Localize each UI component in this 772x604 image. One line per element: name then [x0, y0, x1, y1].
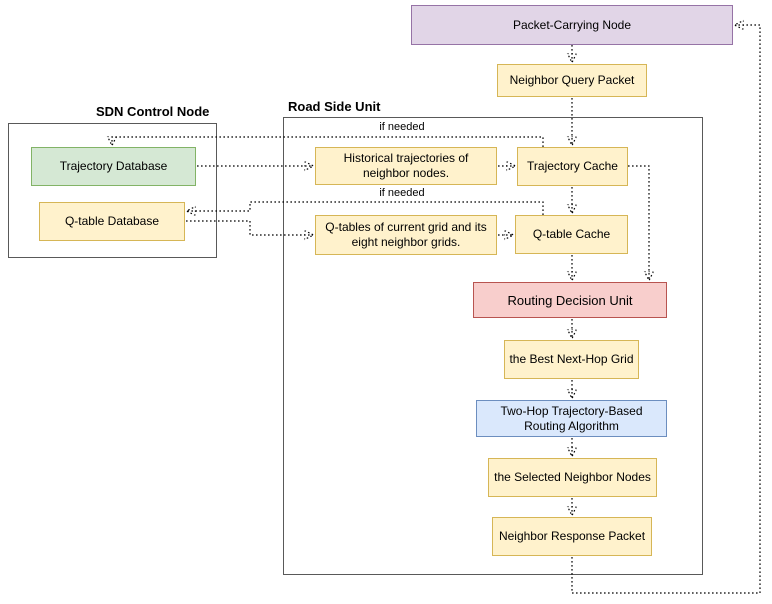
- node-label: Neighbor Query Packet: [509, 73, 635, 87]
- sdn-control-node-title: SDN Control Node: [96, 104, 210, 119]
- node-q-tables-grid: Q-tables of current grid and its eight n…: [315, 215, 497, 255]
- node-best-next-hop-grid: the Best Next-Hop Grid: [504, 340, 639, 379]
- node-label: Routing Decision Unit: [507, 292, 633, 308]
- node-q-table-database: Q-table Database: [39, 202, 185, 241]
- node-label: Trajectory Cache: [527, 159, 618, 173]
- node-neighbor-query-packet: Neighbor Query Packet: [497, 64, 647, 97]
- road-side-unit-title: Road Side Unit: [288, 99, 381, 114]
- node-label: Historical trajectories of neighbor node…: [343, 151, 469, 180]
- node-label: Q-tables of current grid and its eight n…: [325, 220, 487, 249]
- node-historical-trajectories: Historical trajectories of neighbor node…: [315, 147, 497, 185]
- edge-if-needed-cache-to-trajectory-db: [112, 137, 544, 147]
- edge-qtable-db-to-qtables-grid: [186, 220, 313, 235]
- node-label: Packet-Carrying Node: [512, 17, 632, 32]
- edge-label-if-needed-bottom: if needed: [379, 187, 425, 199]
- sdn-control-node-container: [8, 123, 217, 258]
- edge-nrp-feedback-to-pcn: [571, 25, 761, 594]
- node-neighbor-response-packet: Neighbor Response Packet: [492, 517, 652, 556]
- node-selected-neighbor-nodes: the Selected Neighbor Nodes: [488, 458, 657, 497]
- edge-if-needed-cache-to-qtable-db: [187, 202, 544, 215]
- node-packet-carrying-node: Packet-Carrying Node: [411, 5, 733, 45]
- node-trajectory-cache: Trajectory Cache: [517, 147, 628, 186]
- node-label: Trajectory Database: [59, 159, 168, 173]
- node-label: the Best Next-Hop Grid: [509, 352, 634, 366]
- node-label: Two-Hop Trajectory-Based Routing Algorit…: [500, 403, 643, 433]
- node-label: the Selected Neighbor Nodes: [494, 470, 651, 484]
- node-label: Neighbor Response Packet: [498, 529, 646, 543]
- node-label: Q-table Cache: [532, 227, 611, 241]
- node-routing-decision-unit: Routing Decision Unit: [473, 282, 667, 318]
- node-trajectory-database: Trajectory Database: [31, 147, 196, 186]
- node-two-hop-routing-algorithm: Two-Hop Trajectory-Based Routing Algorit…: [476, 400, 667, 437]
- node-q-table-cache: Q-table Cache: [515, 215, 628, 254]
- road-side-unit-container: [283, 117, 703, 575]
- edge-label-if-needed-top: if needed: [379, 121, 425, 133]
- node-label: Q-table Database: [64, 214, 160, 228]
- edge-trajectory-cache-to-rdu: [628, 165, 649, 280]
